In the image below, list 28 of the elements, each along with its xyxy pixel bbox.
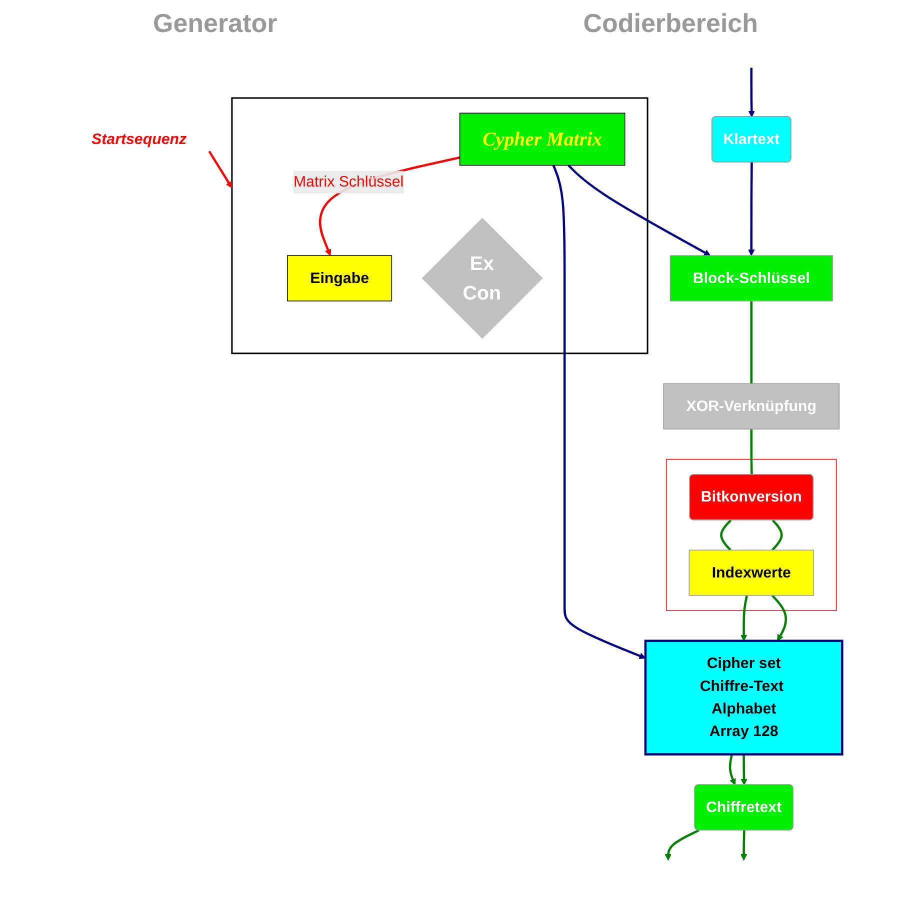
arrow bbox=[568, 164, 711, 256]
cluster bbox=[666, 458, 837, 611]
node-box: Block-Schlüssel bbox=[670, 255, 833, 302]
node-box: Cipher set Chiffre-Text Alphabet Array 128 bbox=[644, 640, 844, 756]
connector bbox=[720, 519, 732, 551]
arrow bbox=[748, 68, 755, 118]
node-text: Startsequenz bbox=[92, 130, 187, 148]
arrow bbox=[771, 594, 787, 642]
connector bbox=[771, 519, 783, 551]
node-box: XOR-Verknüpfung bbox=[663, 383, 840, 430]
node-box: Indexwerte bbox=[688, 550, 814, 596]
arrow bbox=[664, 829, 700, 861]
connector bbox=[750, 429, 753, 475]
arrow bbox=[728, 754, 736, 786]
column-heading: Generator bbox=[152, 8, 278, 39]
edge-label: Matrix Schlüssel bbox=[293, 174, 404, 190]
arrow bbox=[740, 830, 748, 861]
node-diamond: Ex Con bbox=[422, 218, 543, 339]
arrow bbox=[748, 162, 755, 256]
column-heading: Codierbereich bbox=[583, 8, 758, 39]
arrow bbox=[740, 595, 748, 642]
arrow bbox=[208, 150, 232, 188]
arrow bbox=[740, 754, 748, 786]
cluster bbox=[231, 97, 648, 354]
node-box: Eingabe bbox=[287, 255, 392, 302]
node-box: Cypher Matrix bbox=[459, 112, 626, 166]
arrow bbox=[552, 164, 646, 660]
connector bbox=[750, 300, 753, 384]
